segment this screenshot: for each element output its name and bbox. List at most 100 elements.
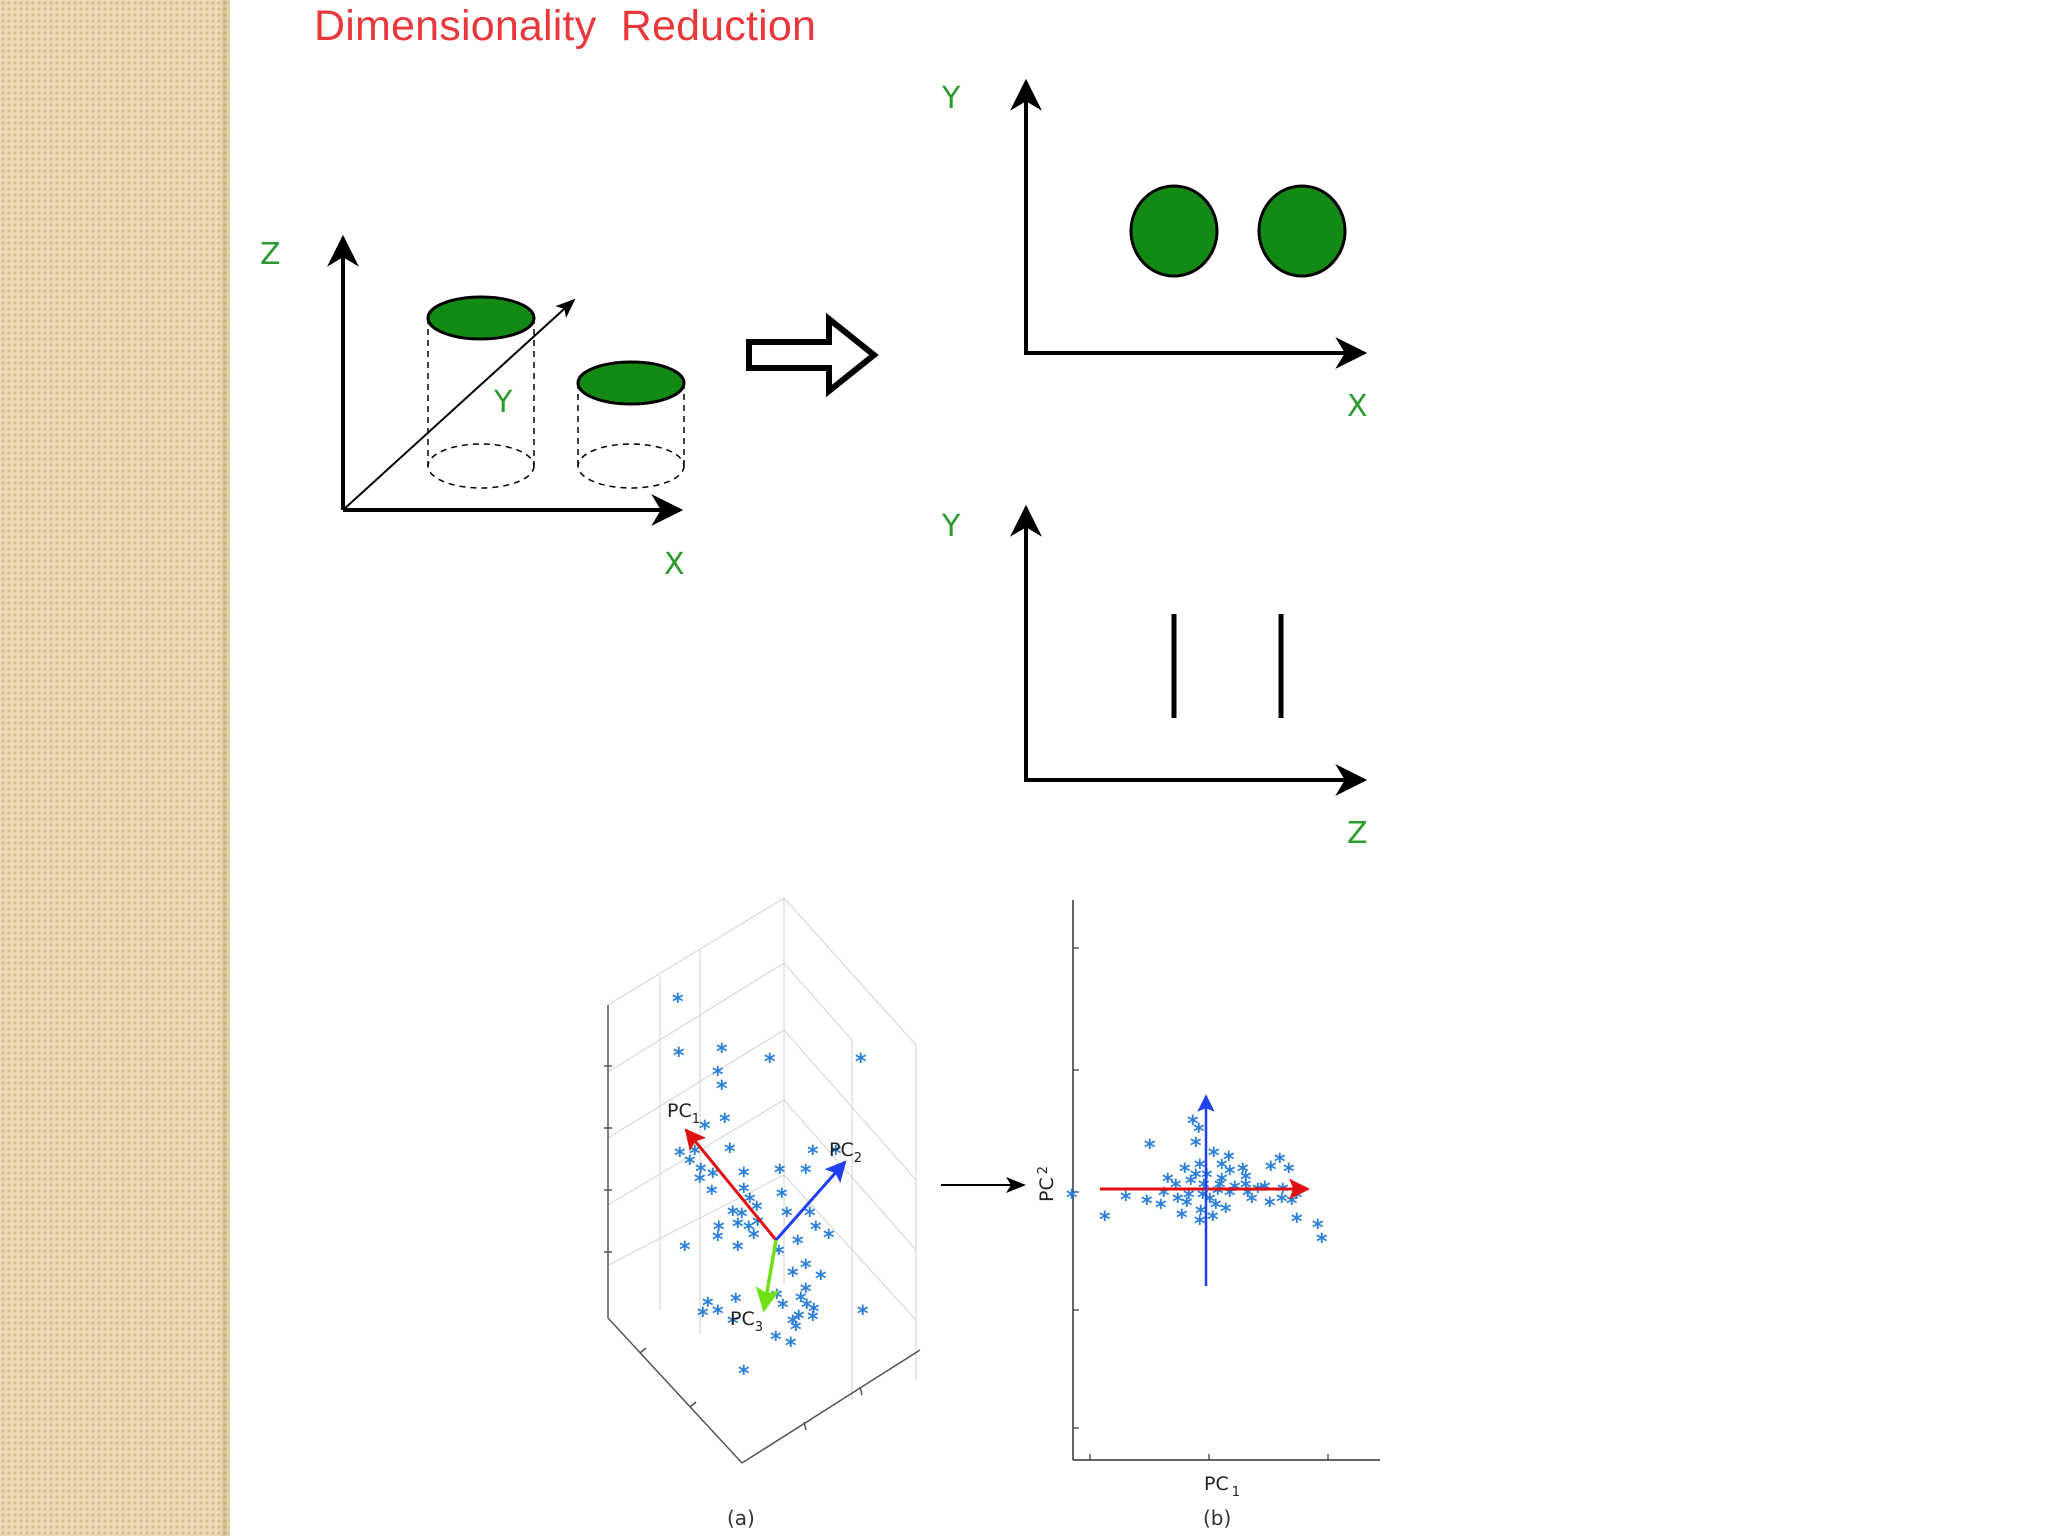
pca-3d-axes: [604, 1005, 921, 1464]
data-point: *: [727, 1312, 739, 1337]
data-point: *: [764, 1050, 776, 1075]
data-point: *: [694, 1170, 706, 1195]
projected-point: *: [1276, 1190, 1288, 1215]
data-point: *: [804, 1204, 816, 1229]
data-point: *: [785, 1334, 797, 1359]
projected-point: *: [1120, 1188, 1132, 1213]
y-axis: [342, 298, 576, 511]
data-point: *: [719, 1110, 731, 1135]
projected-point: *: [1190, 1134, 1202, 1159]
pc1-label: PC1: [667, 1100, 700, 1127]
data-point: *: [727, 1203, 739, 1228]
projection-xy: Y X: [941, 78, 1368, 424]
data-point: *: [781, 1204, 793, 1229]
projected-point: *: [1240, 1168, 1252, 1193]
projected-point: *: [1155, 1196, 1167, 1221]
pca-3d-grid: [607, 897, 917, 1400]
projected-point: *: [1181, 1194, 1193, 1219]
decorative-side-panel: [0, 0, 230, 1536]
data-point: *: [712, 1063, 724, 1088]
data-point: *: [713, 1218, 725, 1243]
projected-point: *: [1283, 1160, 1295, 1185]
axis-label-x: X: [664, 547, 685, 582]
projected-point: *: [1179, 1160, 1191, 1185]
pca-2d-plot: ****************************************…: [1036, 900, 1380, 1530]
projected-point: *: [1246, 1190, 1258, 1215]
projected-point: *: [1144, 1136, 1156, 1161]
axis-label-z: Z: [260, 237, 281, 272]
data-point: *: [793, 1307, 805, 1332]
projected-point: *: [1316, 1230, 1328, 1255]
data-point: *: [672, 990, 684, 1015]
pca-2d-ticks: [1073, 947, 1329, 1460]
data-point: *: [679, 1238, 691, 1263]
data-point: *: [724, 1140, 736, 1165]
pc2-vector: [774, 1160, 847, 1241]
caption-a: (a): [727, 1506, 755, 1530]
projected-point: *: [1216, 1156, 1228, 1181]
projected-point: *: [1312, 1216, 1324, 1241]
projected-point: *: [1190, 1166, 1202, 1191]
xy-axis-label-y: Y: [941, 81, 961, 116]
transform-arrow-icon: [746, 312, 879, 398]
data-point: *: [730, 1290, 742, 1315]
data-point: *: [808, 1300, 820, 1325]
data-point: *: [732, 1238, 744, 1263]
cylinder-top-right: [576, 360, 686, 406]
projected-point: *: [1066, 1186, 1078, 1211]
data-point: *: [743, 1218, 755, 1243]
data-point: *: [736, 1205, 748, 1230]
data-point: *: [774, 1161, 786, 1186]
data-point: *: [807, 1308, 819, 1333]
data-point: *: [697, 1304, 709, 1329]
pca-2d-points: ****************************************…: [1066, 1112, 1328, 1255]
data-point: *: [674, 1144, 686, 1169]
projected-point: *: [1141, 1192, 1153, 1217]
data-point: *: [673, 1044, 685, 1069]
data-point: *: [712, 1228, 724, 1253]
data-point: *: [752, 1213, 764, 1238]
pc3-vector: [755, 1239, 780, 1313]
data-point: *: [707, 1165, 719, 1190]
cylinder-left: [426, 295, 536, 489]
axis-label-y: Y: [493, 385, 513, 420]
projected-point: *: [1252, 1180, 1264, 1205]
data-point: *: [777, 1296, 789, 1321]
data-point: *: [776, 1185, 788, 1210]
projected-point: *: [1185, 1172, 1197, 1197]
data-point: *: [807, 1142, 819, 1167]
projected-point: *: [1274, 1150, 1286, 1175]
projected-point: *: [1176, 1206, 1188, 1231]
data-point: *: [800, 1256, 812, 1281]
data-point: *: [770, 1328, 782, 1353]
data-point: *: [823, 1226, 835, 1251]
data-point: *: [744, 1190, 756, 1215]
data-point: *: [702, 1294, 714, 1319]
diagram-3d: Z X Y: [260, 234, 686, 582]
projected-point: *: [1194, 1212, 1206, 1237]
pc3-label: PC3: [730, 1308, 763, 1335]
projection-zy: Y Z: [941, 504, 1368, 851]
data-point: *: [748, 1226, 760, 1251]
data-point: *: [738, 1362, 750, 1387]
projected-point: *: [1194, 1156, 1206, 1181]
data-point: *: [699, 1117, 711, 1142]
cylinder-top-left: [426, 295, 536, 341]
data-point: *: [751, 1198, 763, 1223]
projected-point: *: [1195, 1202, 1207, 1227]
side-panel-shadow: [222, 0, 232, 1536]
data-point: *: [732, 1215, 744, 1240]
data-point: *: [800, 1161, 812, 1186]
projected-point: *: [1187, 1112, 1199, 1137]
xy-axis-label-x: X: [1347, 389, 1368, 424]
projected-point: *: [1264, 1194, 1276, 1219]
projected-point: *: [1291, 1210, 1303, 1235]
zy-axis-label-z: Z: [1347, 816, 1368, 851]
caption-b: (b): [1203, 1506, 1231, 1530]
data-point: *: [716, 1077, 728, 1102]
cylinder-right: [576, 360, 686, 489]
data-point: *: [787, 1312, 799, 1337]
projected-point: *: [1237, 1160, 1249, 1185]
data-point: *: [706, 1182, 718, 1207]
